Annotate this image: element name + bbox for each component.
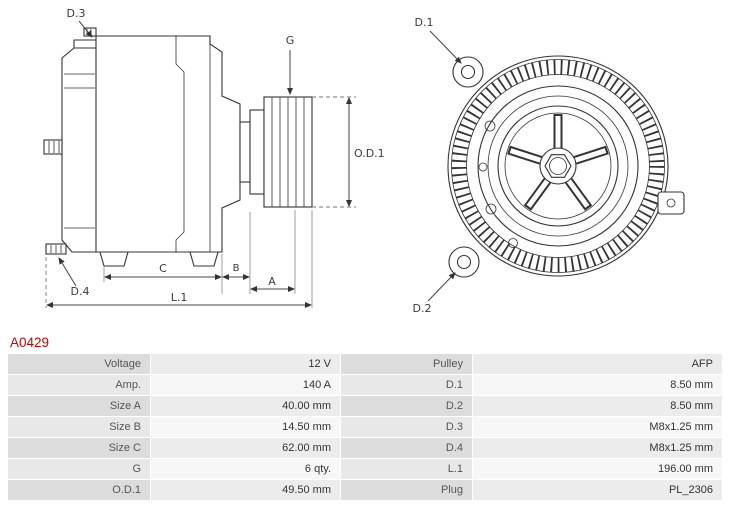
spec-pulley-label: Pulley <box>341 354 472 374</box>
spec-od1-value: 49.50 mm <box>151 480 340 500</box>
technical-drawing-area: D.3 G O.D.1 D.4 C B A L.1 <box>43 7 685 315</box>
dim-label-d2: D.2 <box>413 302 432 315</box>
spec-row: Size C 62.00 mm D.4 M8x1.25 mm <box>8 438 722 458</box>
dim-label-b: B <box>233 263 240 274</box>
dim-label-c: C <box>159 262 167 275</box>
spec-g-label: G <box>8 459 150 479</box>
spec-size-c-label: Size C <box>8 438 150 458</box>
spec-size-b-value: 14.50 mm <box>151 417 340 437</box>
spec-d3-label: D.3 <box>341 417 472 437</box>
spec-l1-label: L.1 <box>341 459 472 479</box>
spec-pulley-value: AFP <box>473 354 722 374</box>
spec-amp-label: Amp. <box>8 375 150 395</box>
alternator-side-view <box>43 27 313 267</box>
dim-label-l1: L.1 <box>171 291 188 304</box>
spec-d2-label: D.2 <box>341 396 472 416</box>
spec-l1-value: 196.00 mm <box>473 459 722 479</box>
dim-label-g: G <box>286 34 295 47</box>
spec-row: O.D.1 49.50 mm Plug PL_2306 <box>8 480 722 500</box>
alternator-front-view <box>447 55 685 278</box>
spec-od1-label: O.D.1 <box>8 480 150 500</box>
spec-row: Voltage 12 V Pulley AFP <box>8 354 722 374</box>
dim-label-d3: D.3 <box>67 7 86 20</box>
part-number: A0429 <box>10 335 50 350</box>
spec-row: Amp. 140 A D.1 8.50 mm <box>8 375 722 395</box>
spec-d4-label: D.4 <box>341 438 472 458</box>
spec-voltage-value: 12 V <box>151 354 340 374</box>
alternator-technical-drawing: D.3 G O.D.1 D.4 C B A L.1 <box>43 7 685 315</box>
dim-label-d4: D.4 <box>71 285 90 298</box>
spec-size-a-label: Size A <box>8 396 150 416</box>
spec-d1-label: D.1 <box>341 375 472 395</box>
spec-plug-label: Plug <box>341 480 472 500</box>
spec-d4-value: M8x1.25 mm <box>473 438 722 458</box>
dim-label-od1: O.D.1 <box>354 147 385 160</box>
spec-d3-value: M8x1.25 mm <box>473 417 722 437</box>
spec-g-value: 6 qty. <box>151 459 340 479</box>
spec-row: Size A 40.00 mm D.2 8.50 mm <box>8 396 722 416</box>
spec-d2-value: 8.50 mm <box>473 396 722 416</box>
spec-size-b-label: Size B <box>8 417 150 437</box>
spec-amp-value: 140 A <box>151 375 340 395</box>
spec-plug-value: PL_2306 <box>473 480 722 500</box>
side-view-dimensions: D.3 G O.D.1 D.4 C B A L.1 <box>45 7 385 308</box>
spec-size-a-value: 40.00 mm <box>151 396 340 416</box>
spec-row: Size B 14.50 mm D.3 M8x1.25 mm <box>8 417 722 437</box>
spec-row: G 6 qty. L.1 196.00 mm <box>8 459 722 479</box>
spec-table: Voltage 12 V Pulley AFP Amp. 140 A D.1 8… <box>8 354 722 500</box>
spec-d1-value: 8.50 mm <box>473 375 722 395</box>
front-view-dimensions: D.1 D.2 <box>413 16 462 315</box>
spec-voltage-label: Voltage <box>8 354 150 374</box>
dim-label-d1: D.1 <box>415 16 434 29</box>
dim-label-a: A <box>268 275 276 288</box>
spec-size-c-value: 62.00 mm <box>151 438 340 458</box>
